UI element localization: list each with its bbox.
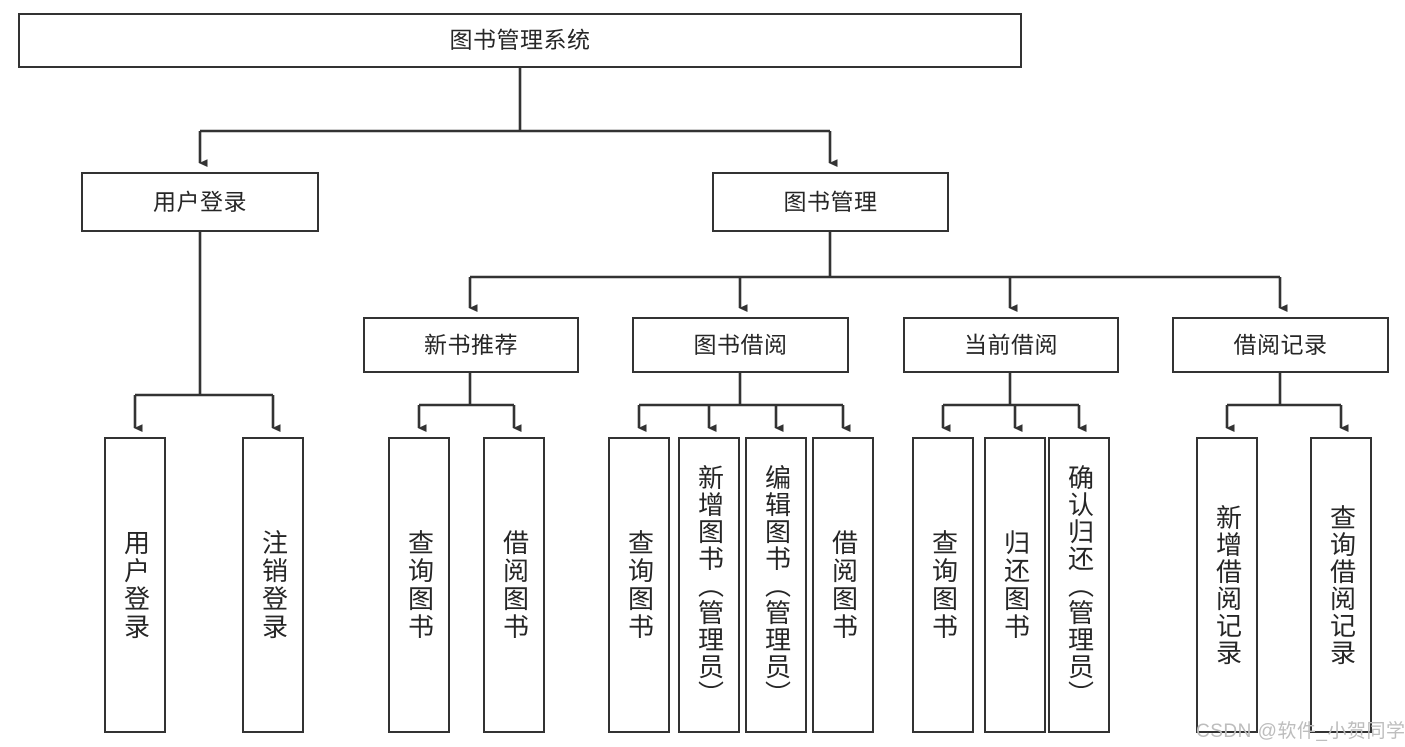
node-leaf-query-book-borrow-label: 查询图书 — [624, 529, 655, 641]
node-leaf-add-book-label: 新增图书（管理员） — [694, 463, 725, 707]
node-book-borrow[interactable]: 图书借阅 — [632, 317, 849, 373]
node-borrow-record-label: 借阅记录 — [1233, 331, 1328, 358]
node-leaf-confirm-return-label: 确认归还（管理员） — [1064, 463, 1095, 707]
csdn-watermark: CSDN @软件_小贺同学 — [1196, 721, 1405, 742]
node-book-manage[interactable]: 图书管理 — [712, 172, 949, 232]
node-leaf-add-book[interactable]: 新增图书（管理员） — [678, 437, 740, 733]
node-leaf-borrow-book[interactable]: 借阅图书 — [812, 437, 874, 733]
node-leaf-borrow-book-rec-label: 借阅图书 — [499, 529, 530, 641]
node-leaf-query-borrow-record[interactable]: 查询借阅记录 — [1310, 437, 1372, 733]
node-leaf-user-logout-label: 注销登录 — [258, 529, 289, 641]
node-leaf-borrow-book-rec[interactable]: 借阅图书 — [483, 437, 545, 733]
node-leaf-add-borrow-record[interactable]: 新增借阅记录 — [1196, 437, 1258, 733]
node-leaf-edit-book-label: 编辑图书（管理员） — [761, 463, 792, 707]
node-leaf-user-login[interactable]: 用户登录 — [104, 437, 166, 733]
node-leaf-query-borrow-record-label: 查询借阅记录 — [1326, 504, 1357, 666]
node-leaf-user-login-label: 用户登录 — [120, 529, 151, 641]
node-leaf-user-logout[interactable]: 注销登录 — [242, 437, 304, 733]
node-current-borrow[interactable]: 当前借阅 — [903, 317, 1119, 373]
node-user-login[interactable]: 用户登录 — [81, 172, 319, 232]
node-root-label: 图书管理系统 — [449, 27, 591, 54]
node-leaf-query-book-rec[interactable]: 查询图书 — [388, 437, 450, 733]
node-leaf-query-book-current-label: 查询图书 — [928, 529, 959, 641]
node-root[interactable]: 图书管理系统 — [18, 13, 1022, 68]
node-current-borrow-label: 当前借阅 — [964, 331, 1058, 358]
node-leaf-return-book[interactable]: 归还图书 — [984, 437, 1046, 733]
node-leaf-query-book-borrow[interactable]: 查询图书 — [608, 437, 670, 733]
node-new-book-rec[interactable]: 新书推荐 — [363, 317, 579, 373]
node-borrow-record[interactable]: 借阅记录 — [1172, 317, 1389, 373]
node-leaf-confirm-return[interactable]: 确认归还（管理员） — [1048, 437, 1110, 733]
node-user-login-label: 用户登录 — [153, 188, 247, 215]
node-book-borrow-label: 图书借阅 — [693, 331, 788, 358]
node-leaf-query-book-current[interactable]: 查询图书 — [912, 437, 974, 733]
node-leaf-query-book-rec-label: 查询图书 — [404, 529, 435, 641]
node-book-manage-label: 图书管理 — [783, 188, 878, 215]
node-leaf-borrow-book-label: 借阅图书 — [828, 529, 859, 641]
node-leaf-return-book-label: 归还图书 — [1000, 529, 1031, 641]
node-leaf-add-borrow-record-label: 新增借阅记录 — [1212, 504, 1243, 666]
node-new-book-rec-label: 新书推荐 — [424, 331, 518, 358]
node-leaf-edit-book[interactable]: 编辑图书（管理员） — [745, 437, 807, 733]
